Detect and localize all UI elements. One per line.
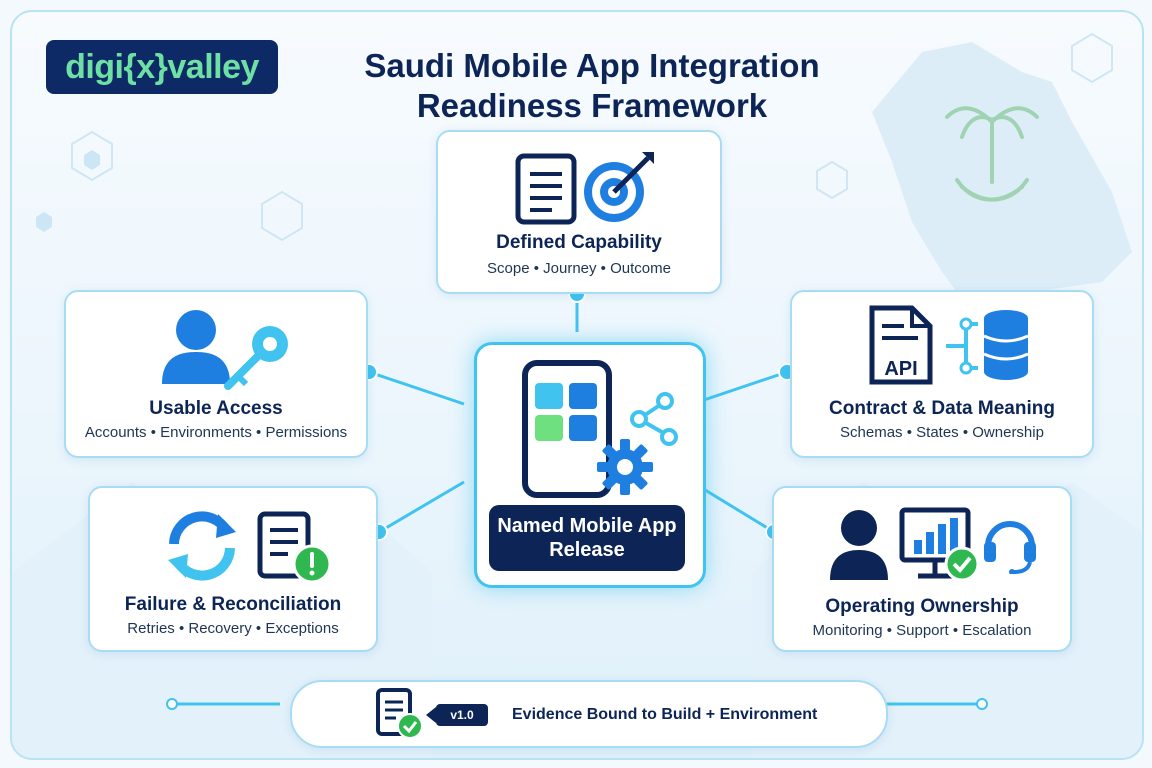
- card-contract-data-meaning: API Contract & Data Meaning Schemas • St…: [790, 290, 1094, 458]
- brand-logo[interactable]: digi{x}valley: [46, 40, 278, 94]
- card-subtitle: Retries • Recovery • Exceptions: [127, 620, 339, 637]
- card-subtitle: Scope • Journey • Outcome: [487, 260, 671, 277]
- center-release-label: Named Mobile App Release: [489, 505, 685, 571]
- page-title: Saudi Mobile App Integration Readiness F…: [302, 46, 882, 126]
- refresh-icon: [168, 511, 236, 581]
- page-title-line-2: Readiness Framework: [416, 87, 768, 124]
- framework-frame: digi{x}valley Saudi Mobile App Integrati…: [10, 10, 1144, 760]
- document-icon: [515, 153, 577, 225]
- card-subtitle: Monitoring • Support • Escalation: [812, 622, 1032, 639]
- card-title: Usable Access: [149, 398, 283, 419]
- card-title: Defined Capability: [496, 232, 662, 253]
- palm-swords-emblem-icon: [945, 106, 1039, 202]
- card-usable-access: Usable Access Accounts • Environments • …: [64, 290, 368, 458]
- card-subtitle: Accounts • Environments • Permissions: [84, 424, 348, 441]
- checked-document-icon: [376, 688, 423, 739]
- api-document-icon: [869, 305, 933, 385]
- version-tag-icon: v1.0: [426, 704, 488, 726]
- alert-document-icon: [257, 511, 332, 584]
- card-operating-ownership: Operating Ownership Monitoring • Support…: [772, 486, 1072, 652]
- key-icon: [224, 326, 288, 390]
- card-title: Failure & Reconciliation: [124, 594, 342, 615]
- evidence-bar: v1.0 Evidence Bound to Build + Environme…: [290, 680, 888, 748]
- evidence-label: Evidence Bound to Build + Environment: [512, 706, 818, 723]
- user-icon: [162, 310, 230, 384]
- api-label: API: [884, 358, 918, 380]
- headset-icon: [984, 521, 1036, 574]
- center-release-card: Named Mobile App Release: [474, 342, 706, 588]
- saudi-map-icon: [872, 42, 1132, 312]
- chart-monitor-icon: [899, 507, 980, 582]
- card-failure-reconciliation: Failure & Reconciliation Retries • Recov…: [88, 486, 378, 652]
- card-title: Operating Ownership: [825, 596, 1019, 617]
- smartphone-icon: [522, 360, 612, 498]
- page-title-line-1: Saudi Mobile App Integration: [364, 47, 820, 84]
- gear-icon: [597, 439, 653, 495]
- target-icon: [584, 152, 654, 222]
- card-defined-capability: Defined Capability Scope • Journey • Out…: [436, 130, 722, 294]
- share-icon: [630, 392, 678, 446]
- card-subtitle: Schemas • States • Ownership: [840, 424, 1044, 441]
- database-icon: [946, 310, 1029, 380]
- user-icon: [830, 510, 888, 580]
- card-title: Contract & Data Meaning: [829, 398, 1055, 419]
